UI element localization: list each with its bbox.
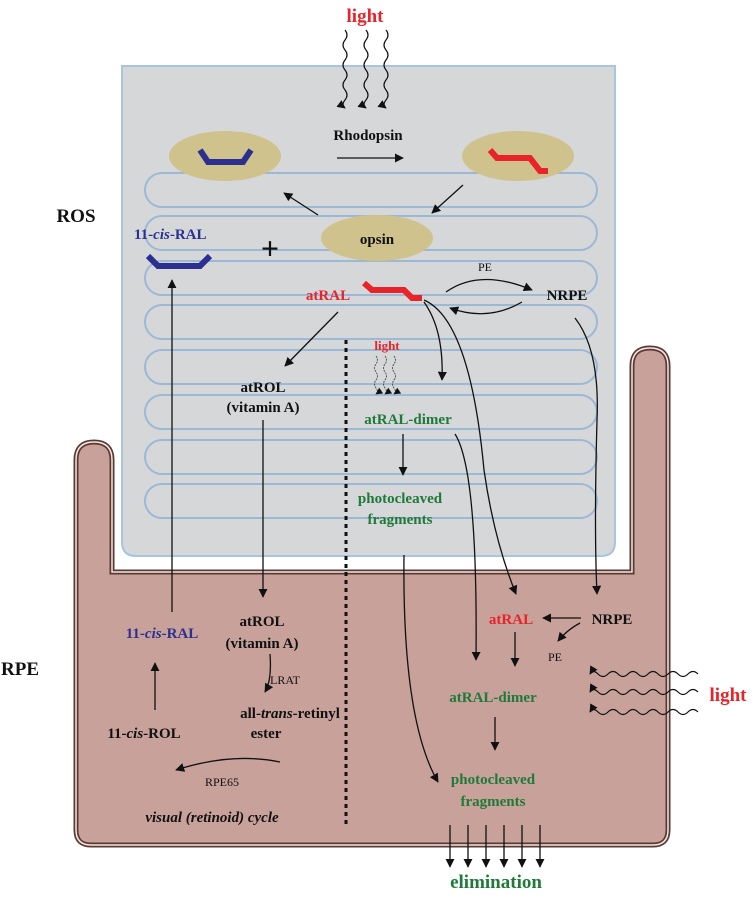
cis-ral-label-ros: 11-cis-RAL — [134, 227, 207, 243]
pe-label-ros: PE — [478, 260, 492, 274]
atrol-label-ros: atROL — [241, 380, 286, 396]
atrol-label-rpe: atROL — [240, 614, 285, 630]
lrat-label: LRAT — [270, 673, 301, 687]
trans-ral-chromophore-in-ellipse — [487, 148, 548, 174]
photocleaved-label-rpe: photocleaved — [451, 772, 536, 788]
nrpe-label-ros: NRPE — [547, 288, 588, 304]
ros-label: ROS — [56, 206, 95, 227]
nrpe-label-rpe: NRPE — [592, 612, 633, 628]
light-label-right: light — [710, 685, 748, 706]
atral-dimer-label-ros: atRAL-dimer — [364, 412, 452, 428]
all-trans-retinyl-label: all-trans-retinyl — [240, 706, 340, 722]
light-label-top: light — [347, 6, 385, 27]
pathway-arrows — [150, 153, 602, 868]
cis-ral-chromophore — [145, 253, 213, 269]
photocleaved-label-ros: photocleaved — [358, 491, 443, 507]
rpe65-label: RPE65 — [205, 775, 239, 789]
light-waves-right — [589, 665, 699, 716]
fragments-label-ros: fragments — [368, 512, 433, 528]
cis-rol-label: 11-cis-ROL — [107, 726, 180, 742]
light-label-small: light — [374, 338, 400, 353]
atral-dimer-label-rpe: atRAL-dimer — [449, 690, 537, 706]
pe-label-rpe: PE — [548, 650, 562, 664]
vitamin-a-label-rpe: (vitamin A) — [226, 636, 299, 652]
light-waves-top — [336, 29, 389, 109]
rhodopsin-left-ellipse — [169, 131, 281, 181]
elimination-label: elimination — [450, 872, 542, 893]
vitamin-a-label-ros: (vitamin A) — [227, 400, 300, 416]
ester-label: ester — [251, 726, 282, 742]
atral-chromophore — [362, 280, 422, 301]
cis-ral-label-rpe: 11-cis-RAL — [126, 626, 199, 642]
atral-label-ros: atRAL — [306, 288, 350, 304]
fragments-label-rpe: fragments — [461, 794, 526, 810]
opsin-label: opsin — [360, 232, 395, 248]
visual-cycle-label: visual (retinoid) cycle — [145, 810, 279, 826]
atral-label-rpe: atRAL — [489, 612, 533, 628]
ros-segment — [121, 65, 616, 557]
opsin-ellipse — [321, 215, 433, 261]
rhodopsin-label: Rhodopsin — [333, 128, 403, 144]
cis-ral-chromophore-in-ellipse — [197, 148, 254, 165]
rpe-label: RPE — [1, 659, 39, 680]
disc-membranes — [144, 172, 598, 519]
plus-sign: + — [261, 230, 279, 266]
light-waves-small — [374, 355, 402, 395]
